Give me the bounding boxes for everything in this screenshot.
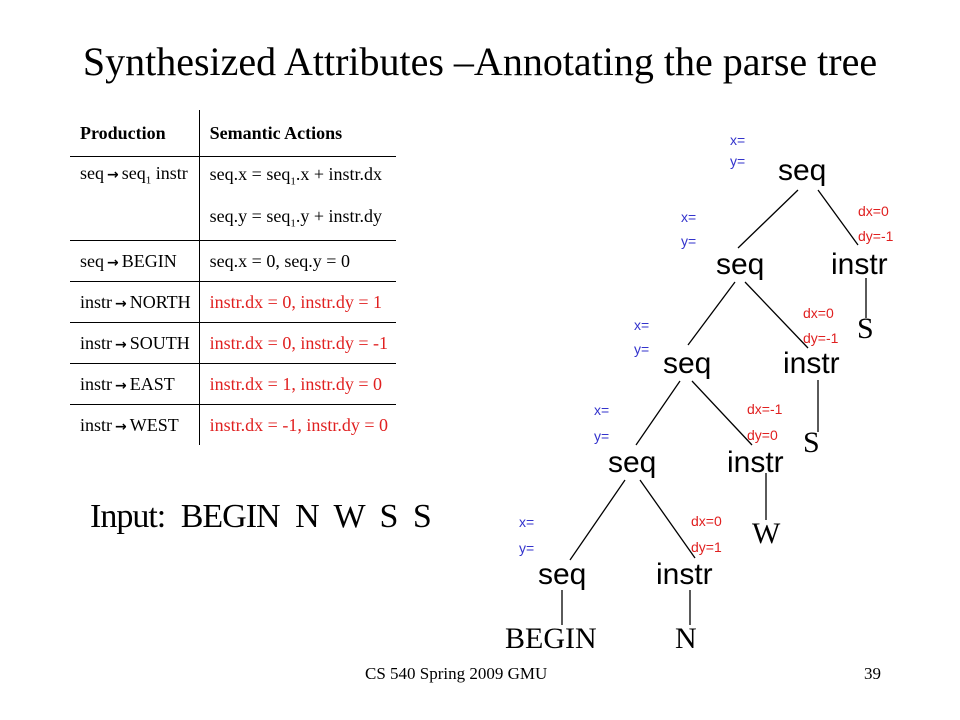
arrow-icon: →	[107, 167, 119, 183]
table-row: instr→WEST instr.dx = -1, instr.dy = 0	[70, 404, 396, 446]
input-line: Input: BEGIN N W S S	[90, 498, 432, 536]
tree-edge	[635, 380, 681, 446]
tree-edge	[744, 281, 809, 349]
tree-node-seq: seq	[538, 558, 586, 591]
instr-attr-dx: dx=0	[803, 305, 834, 321]
footer-course: CS 540 Spring 2009 GMU	[365, 664, 548, 683]
header-production: Production	[70, 110, 200, 157]
production-cell: seq→BEGIN	[70, 240, 200, 282]
input-label: Input:	[90, 498, 166, 535]
tree-leaf-n: N	[675, 622, 697, 655]
instr-attr-dx: dx=0	[691, 513, 722, 529]
arrow-icon: →	[115, 295, 127, 312]
table-header-row: Production Semantic Actions	[70, 110, 396, 157]
table-row: instr→SOUTH instr.dx = 0, instr.dy = -1	[70, 322, 396, 364]
arrow-icon: →	[115, 336, 127, 353]
tree-node-instr: instr	[783, 347, 840, 380]
tree-node-seq: seq	[663, 347, 711, 380]
instr-attr-dy: dy=-1	[803, 330, 839, 346]
action-cell: instr.dx = 0, instr.dy = -1	[198, 322, 396, 364]
instr-attr-dx: dx=0	[858, 203, 889, 219]
arrow-icon: →	[115, 418, 127, 435]
tree-leaf-s: S	[803, 426, 820, 459]
tree-edge	[737, 189, 799, 249]
input-value: BEGIN N W S S	[180, 498, 432, 535]
slide-title: Synthesized Attributes –Annotating the p…	[82, 39, 878, 84]
tree-node-instr: instr	[727, 446, 784, 479]
table-row: instr→EAST instr.dx = 1, instr.dy = 0	[70, 363, 396, 405]
action-cell: seq.x = seq1.x + instr.dx seq.y = seq1.y…	[198, 156, 396, 241]
tree-node-seq: seq	[716, 248, 764, 281]
seq-attr-x: x=	[634, 317, 649, 333]
production-cell: seq→seq1 instr	[80, 163, 188, 187]
tree-edges	[561, 189, 867, 625]
seq-attr-y: y=	[730, 153, 745, 169]
production-cell: instr→SOUTH	[70, 322, 200, 364]
instr-attr-dy: dy=0	[747, 427, 778, 443]
seq-attr-y: y=	[681, 233, 696, 249]
action-cell: instr.dx = 1, instr.dy = 0	[198, 363, 396, 405]
tree-edge	[569, 479, 626, 561]
tree-node-seq: seq	[778, 154, 826, 187]
arrow-icon: →	[107, 254, 119, 271]
production-cell: instr→EAST	[70, 363, 200, 405]
tree-edge	[691, 380, 753, 446]
production-cell: instr→NORTH	[70, 281, 200, 323]
semantic-actions-table: Production Semantic Actions seq→seq1 ins…	[70, 110, 396, 446]
tree-leaf-s: S	[857, 312, 874, 345]
seq-attr-y: y=	[519, 540, 534, 556]
table-row: seq→seq1 instr seq.x = seq1.x + instr.dx…	[70, 156, 396, 241]
action-line: seq.y = seq1.y + instr.dy	[209, 205, 382, 230]
tree-node-instr: instr	[831, 248, 888, 281]
action-line: seq.x = seq1.x + instr.dx	[209, 164, 382, 188]
header-semantic-actions: Semantic Actions	[198, 110, 396, 157]
footer-page-number: 39	[864, 664, 881, 683]
instr-attr-dx: dx=-1	[747, 401, 783, 417]
action-cell: instr.dx = 0, instr.dy = 1	[198, 281, 396, 323]
tree-leaf-begin: BEGIN	[505, 622, 597, 655]
tree-edge	[639, 479, 696, 559]
table-row: instr→NORTH instr.dx = 0, instr.dy = 1	[70, 281, 396, 323]
arrow-icon: →	[115, 377, 127, 394]
seq-attr-x: x=	[519, 514, 534, 530]
seq-attr-y: y=	[594, 428, 609, 444]
seq-attr-x: x=	[730, 132, 745, 148]
tree-node-seq: seq	[608, 446, 656, 479]
tree-edge	[817, 189, 859, 246]
instr-attr-dy: dy=-1	[858, 228, 894, 244]
seq-attr-x: x=	[594, 402, 609, 418]
production-cell: instr→WEST	[70, 404, 200, 446]
instr-attr-dy: dy=1	[691, 539, 722, 555]
tree-leaf-w: W	[752, 517, 781, 550]
table-row: seq→BEGIN seq.x = 0, seq.y = 0	[70, 240, 396, 282]
seq-attr-x: x=	[681, 209, 696, 225]
action-cell: instr.dx = -1, instr.dy = 0	[198, 404, 396, 446]
action-cell: seq.x = 0, seq.y = 0	[198, 240, 396, 282]
tree-node-instr: instr	[656, 558, 713, 591]
tree-edge	[687, 281, 736, 346]
seq-attr-y: y=	[634, 341, 649, 357]
